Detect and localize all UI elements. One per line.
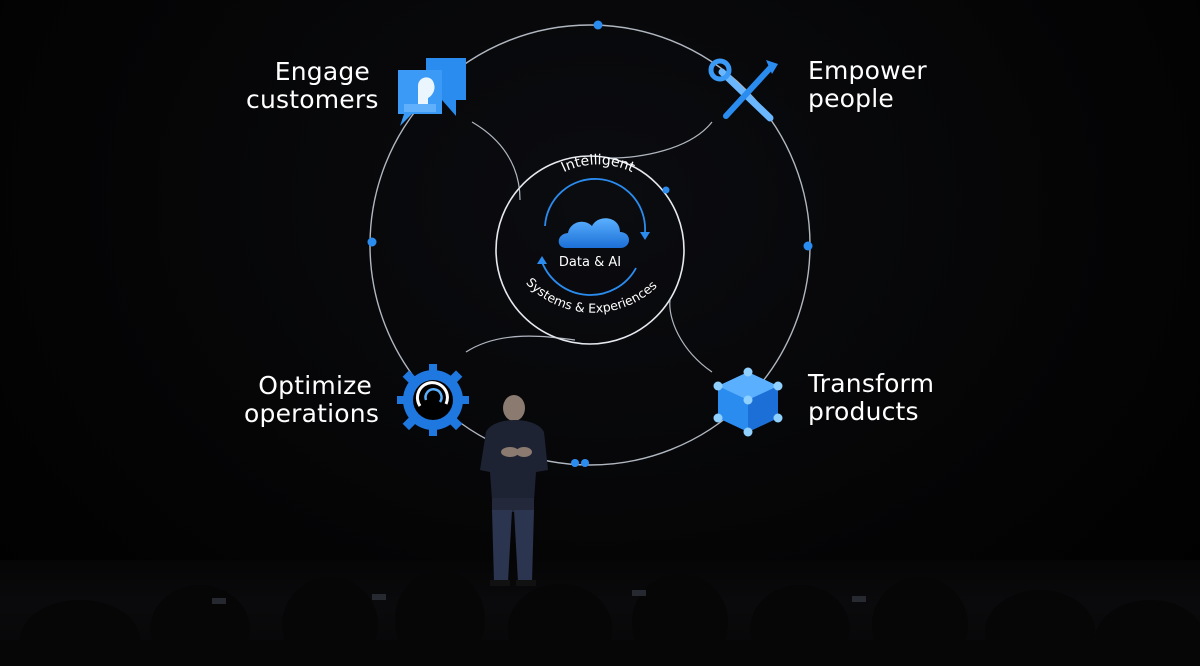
- stage-lights: [212, 590, 866, 604]
- center-arrowhead-bottom: [537, 256, 547, 264]
- chat-bubbles-icon: [398, 58, 466, 126]
- swirl-curve-top-right: [609, 121, 713, 159]
- center-top-text: Intelligent: [559, 152, 638, 176]
- tools-icon: [708, 58, 778, 122]
- cloud-icon: [558, 218, 629, 248]
- inner-ring: [495, 155, 685, 345]
- swirl-curve-bottom-right: [669, 299, 713, 373]
- cube-icon: [713, 367, 783, 437]
- ring-node-top: [593, 20, 603, 30]
- empower-people-label: Empower people: [808, 57, 948, 113]
- engage-label-line1: Engage: [274, 57, 370, 86]
- center-arrowhead-top: [640, 232, 650, 240]
- optimize-label-line2: operations: [244, 399, 380, 428]
- empower-label-line2: people: [808, 84, 894, 113]
- center-arrow-top: [544, 178, 646, 233]
- center-arrow-bottom: [541, 261, 637, 296]
- audience-silhouettes: [0, 570, 1200, 666]
- speaker-figure: [480, 395, 548, 586]
- empower-label-line1: Empower: [808, 56, 927, 85]
- ring-node-bottom-a: [571, 459, 579, 467]
- engage-customers-label: Engage customers: [246, 57, 379, 114]
- swirl-curve-bottom-left: [465, 335, 576, 353]
- swirl-curve-top-left: [471, 121, 521, 201]
- transform-label-line1: Transform: [808, 369, 935, 398]
- transform-label-line2: products: [808, 397, 919, 426]
- ring-node-right: [803, 241, 813, 251]
- optimize-label-line1: Optimize: [258, 371, 372, 400]
- ring-node-left: [367, 237, 377, 247]
- ring-node-bottom-b: [581, 459, 589, 467]
- transform-products-label: Transform products: [808, 370, 948, 426]
- inner-node: [662, 186, 670, 194]
- center-middle-text: Data & AI: [559, 255, 621, 270]
- engage-label-line2: customers: [246, 85, 379, 114]
- gear-icon: [397, 364, 469, 436]
- optimize-operations-label: Optimize operations: [244, 371, 380, 428]
